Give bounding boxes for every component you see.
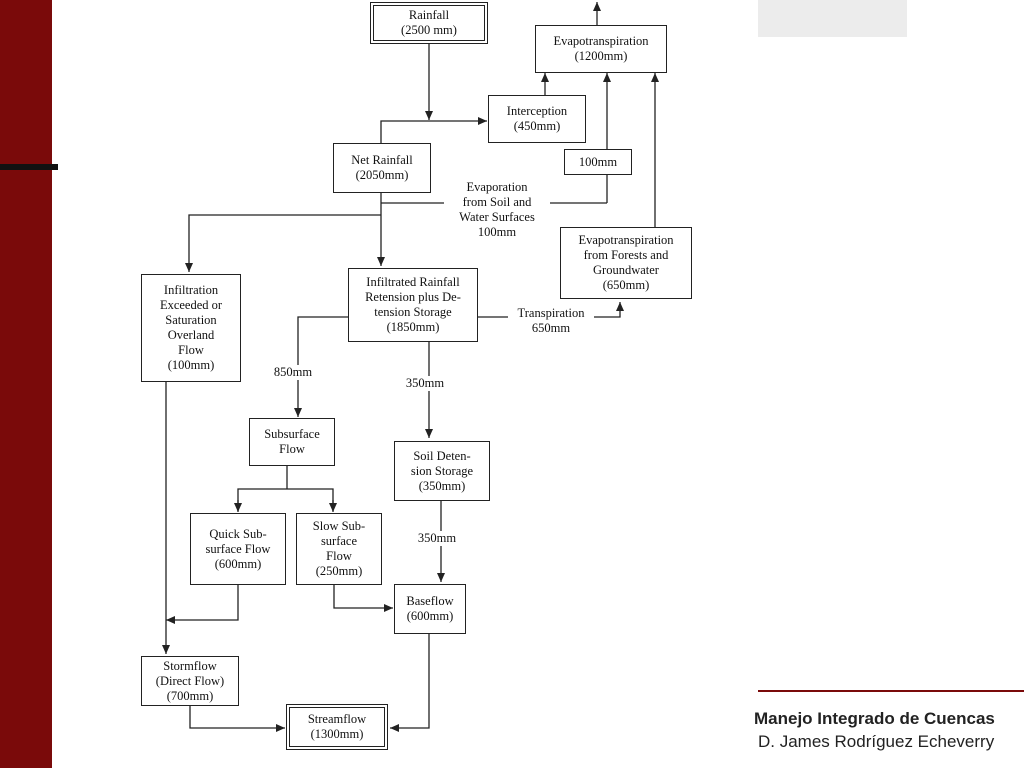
connector bbox=[333, 585, 393, 612]
connector bbox=[189, 706, 285, 732]
transpiration-label: Transpiration 650mm bbox=[508, 306, 594, 336]
box-100mm: 100mm bbox=[564, 149, 632, 175]
subsurface-flow-box: Subsurface Flow bbox=[249, 418, 335, 466]
quick-subsurface-box: Quick Sub- surface Flow (600mm) bbox=[190, 513, 286, 585]
left-accent-tick bbox=[0, 164, 58, 170]
connector bbox=[185, 214, 381, 272]
connector bbox=[237, 488, 334, 511]
stormflow-box: Stormflow (Direct Flow) (700mm) bbox=[141, 656, 239, 706]
connector bbox=[166, 585, 239, 624]
connector bbox=[380, 117, 487, 143]
rainfall-box: Rainfall (2500 mm) bbox=[370, 2, 488, 44]
interception-box: Interception (450mm) bbox=[488, 95, 586, 143]
infiltration-exceeded-box: Infiltration Exceeded or Saturation Over… bbox=[141, 274, 241, 382]
connector bbox=[294, 316, 348, 417]
footer-divider bbox=[758, 690, 1024, 692]
infiltrated-rainfall-box: Infiltrated Rainfall Retension plus De- … bbox=[348, 268, 478, 342]
baseflow-box: Baseflow (600mm) bbox=[394, 584, 466, 634]
soil-detention-box: Soil Deten- sion Storage (350mm) bbox=[394, 441, 490, 501]
evapotranspiration-forests-box: Evapotranspiration from Forests and Grou… bbox=[560, 227, 692, 299]
evaporation-label: Evaporation from Soil and Water Surfaces… bbox=[444, 180, 550, 240]
net-rainfall-box: Net Rainfall (2050mm) bbox=[333, 143, 431, 193]
connector bbox=[390, 634, 430, 732]
slow-subsurface-box: Slow Sub- surface Flow (250mm) bbox=[296, 513, 382, 585]
left-accent-band bbox=[0, 0, 52, 768]
label-350mm-b: 350mm bbox=[412, 531, 462, 546]
evapotranspiration-box: Evapotranspiration (1200mm) bbox=[535, 25, 667, 73]
footer-author: D. James Rodríguez Echeverry bbox=[758, 732, 995, 751]
label-350mm-a: 350mm bbox=[400, 376, 450, 391]
label-850mm: 850mm bbox=[268, 365, 318, 380]
footer-title: Manejo Integrado de Cuencas bbox=[754, 709, 995, 728]
streamflow-box: Streamflow (1300mm) bbox=[286, 704, 388, 750]
top-gray-panel bbox=[758, 0, 907, 37]
